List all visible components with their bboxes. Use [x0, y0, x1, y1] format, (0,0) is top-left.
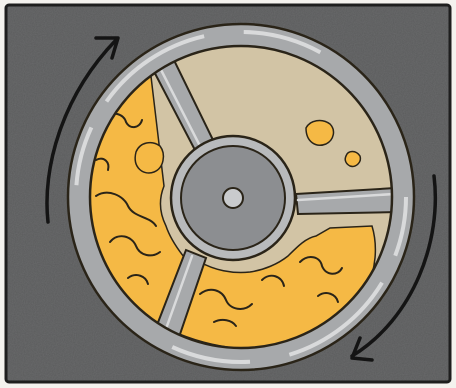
yellow-clump-left	[135, 143, 163, 173]
axle	[223, 188, 243, 208]
yellow-clump-tiny	[345, 152, 360, 167]
yellow-clump-small	[306, 121, 333, 146]
